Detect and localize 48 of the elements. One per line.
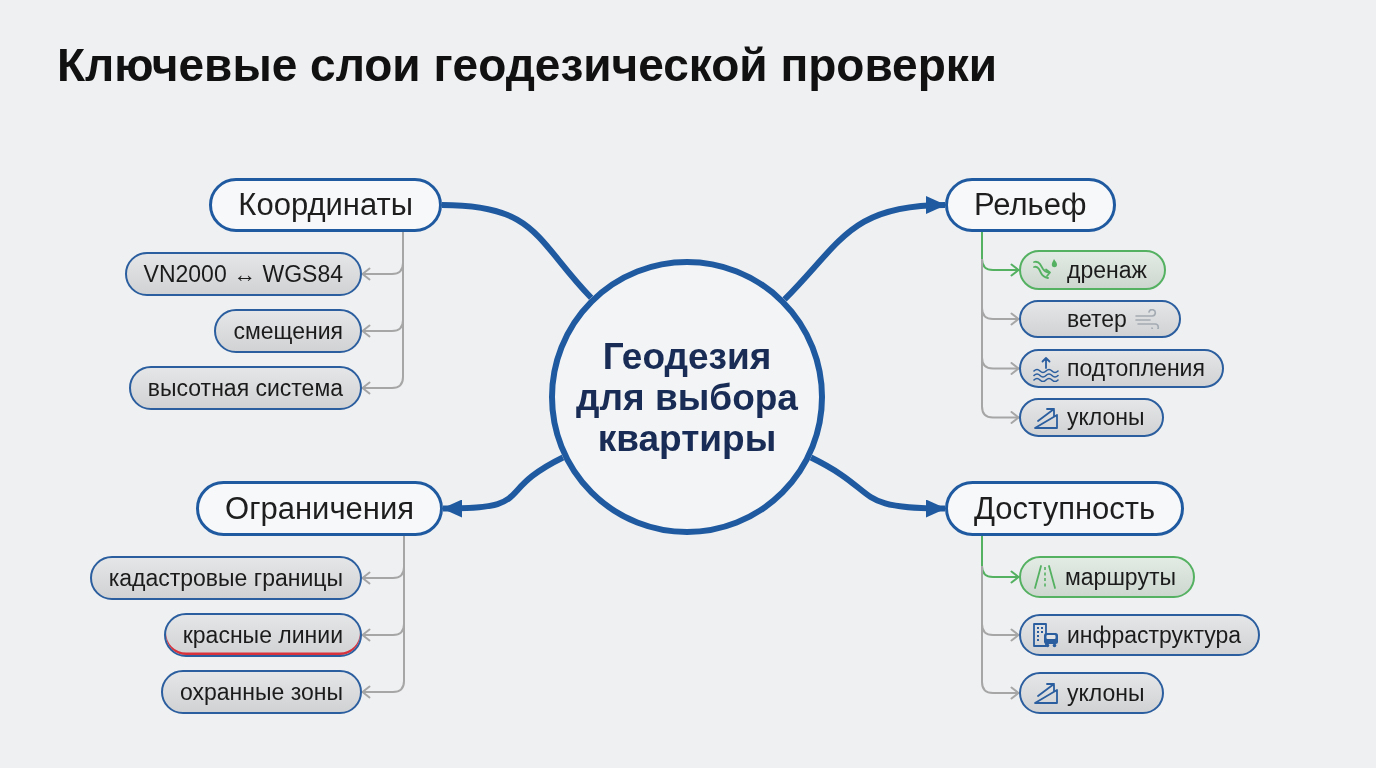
subtopic-label: охранные зоны [179,678,343,706]
connector-arrow [361,566,405,699]
subtopic-label: ветер [1067,305,1127,333]
topic-label: Координаты [238,187,413,223]
connector-arrow [442,454,565,518]
connector-arrow [361,262,404,395]
connector-line [981,231,983,260]
subtopic-label: инфраструктура [1067,621,1242,649]
subtopic-pill [1019,556,1195,598]
subtopic-label: кадастровые границы [108,564,343,592]
topic-pill [196,481,443,536]
subtopic-label: дренаж [1067,256,1147,284]
subtopic-pill [128,366,362,410]
subtopic-pill [1019,672,1164,714]
connector-line [403,535,405,568]
subtopic-label: смещения [233,317,343,345]
subtopic-pill [1019,349,1224,388]
subtopic-pill [214,309,362,353]
connector-line [441,202,594,300]
subtopic-label: уклоны [1067,679,1145,707]
subtopic-pill [1019,614,1261,656]
topic-label: Доступность [974,490,1156,527]
subtopic-pill [1019,250,1166,290]
subtopic-pill [163,613,362,657]
subtopic-label: красные линии [182,621,343,649]
subtopic-pill [1019,300,1181,338]
topic-pill [945,178,1116,232]
subtopic-label: VN2000 ↔ WGS84 [143,260,343,288]
connector-line [981,535,983,567]
connector-arrow [981,258,1020,424]
topic-pill [945,481,1185,536]
connector-arrow [809,454,946,518]
connector-arrow [782,196,946,302]
topic-label: Рельеф [974,187,1087,223]
subtopic-pill [1019,398,1164,437]
connector-arrow [981,565,1020,700]
subtopic-label: подтопления [1067,355,1205,382]
hub-label: Геодезия для выбора квартиры [576,335,798,459]
topic-label: Ограничения [225,490,414,527]
subtopic-pill [89,556,362,600]
subtopic-pill [124,252,362,296]
subtopic-label: уклоны [1067,404,1145,431]
title: Ключевые слои геодезической проверки [57,38,998,92]
subtopic-label: высотная система [147,374,343,402]
connector-line [402,231,404,264]
subtopic-pill [160,670,362,714]
topic-pill [209,178,442,232]
subtopic-label: маршруты [1065,563,1176,591]
